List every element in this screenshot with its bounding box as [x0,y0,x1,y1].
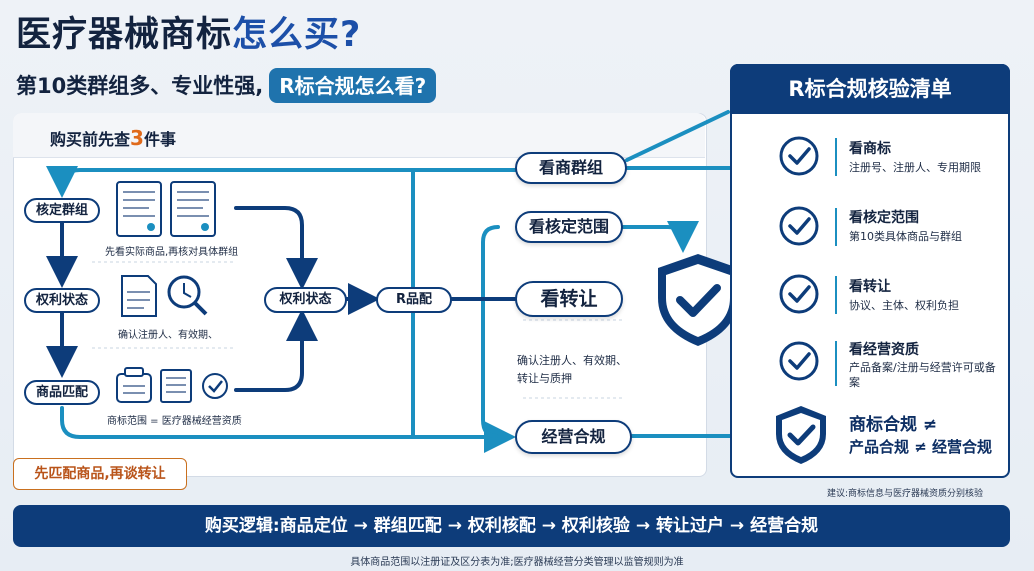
note-match-first: 先匹配商品,再谈转让 [13,458,187,490]
check-circle-icon [779,136,819,176]
node-check-scope: 看核定范围 [515,211,623,243]
subtitle-text: 第10类群组多、专业性强, [16,74,264,98]
checklist-check-icons [779,136,819,381]
check-circle-icon [779,274,819,314]
node-group: 核定群组 [24,198,100,223]
node-rights-mid: 权利状态 [264,287,347,313]
node-match: 商品匹配 [24,380,100,405]
document-icon [116,181,216,237]
page-title: 医疗器械商标怎么买? [16,6,361,57]
node-r-match: R品配 [376,287,452,313]
search-document-icon [121,275,208,317]
scope-to-shield-line [621,220,699,253]
caption-doc: 先看实际商品,再核对具体群组 [105,247,239,258]
product-scope-icon [116,367,228,403]
check-item-title: 看核定范围 [849,210,919,226]
shield-check-icon [658,254,738,346]
caption-scope: 商标范围 = 医疗器械经营资质 [107,416,242,427]
panel-title-before: 购买前先查 [50,130,131,149]
left-panel-title: 购买前先查3件事 [50,126,176,150]
transfer-desc-1: 确认注册人、有效期、 [517,354,627,367]
final-shield-icon [776,406,826,464]
suggestion-note: 建议:商标信息与医疗器械资质分别核验 [827,489,984,499]
check-item-sub: 注册号、注册人、专用期限 [849,161,981,174]
transfer-desc-2: 转让与质押 [517,372,572,385]
page-subtitle: 第10类群组多、专业性强,R标合规怎么看? [16,68,437,103]
left-panel-header [13,113,705,158]
check-item-sub: 产品备案/注册与经营许可或备案 [849,361,996,389]
scope-to-rights-arrow [234,309,318,392]
doc-to-rights-arrow [234,206,318,290]
final-compliance-2: 产品合规 ≠ 经营合规 [849,438,993,456]
check-item-title: 看商标 [849,141,891,157]
check-item-sub: 协议、主体、权利负担 [849,299,959,312]
node-check-transfer: 看转让 [515,281,623,317]
checklist-dividers [835,138,837,386]
final-compliance-1: 商标合规 ≠ [849,415,938,435]
checklist-panel [730,64,1010,478]
panel-title-after: 件事 [143,130,176,149]
title-main: 医疗器械商标 [16,15,233,55]
footer-note: 具体商品范围以注册证及区分表为准;医疗器械经营分类管理以监管规则为准 [350,557,684,568]
node-compliance: 经营合规 [515,420,632,454]
check-circle-icon [779,341,819,381]
check-circle-icon [779,206,819,246]
caption-search: 确认注册人、有效期、 [118,330,218,341]
node-rights: 权利状态 [24,288,100,313]
title-highlight: 怎么买? [232,15,362,55]
check-item-sub: 第10类具体商品与群组 [849,230,962,243]
purchase-logic-banner: 购买逻辑:商品定位 → 群组匹配 → 权利核配 → 权利核验 → 转让过户 → … [13,505,1010,547]
check-item-title: 看转让 [849,279,891,295]
panel-title-number: 3 [130,126,144,150]
checklist-title: R标合规核验清单 [730,64,1010,114]
subtitle-pill: R标合规怎么看? [269,68,437,103]
loop-top-line [46,166,517,198]
loop-bottom-line [60,406,516,453]
check-item-title: 看经营资质 [849,342,919,358]
node-check-group: 看商群组 [515,152,627,184]
group-to-checklist-diag [625,110,730,162]
teal-left-bracket [481,225,500,438]
